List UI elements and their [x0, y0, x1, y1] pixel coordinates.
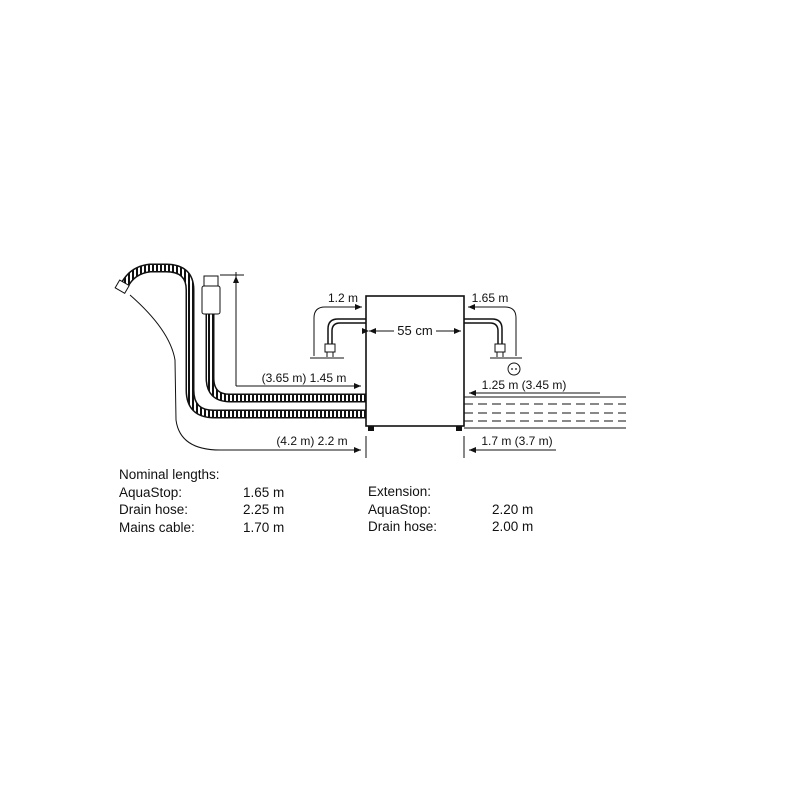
nominal-row: AquaStop: 1.65 m: [119, 484, 284, 502]
nominal-title: Nominal lengths:: [119, 467, 220, 482]
extension-value: 2.00 m: [492, 519, 534, 534]
nominal-row: Mains cable: 1.70 m: [119, 519, 284, 537]
left-mid-dimension: (3.65 m) 1.45 m: [220, 272, 361, 389]
left-bottom-dimension: (4.2 m) 2.2 m: [129, 294, 367, 458]
extension-label: Drain hose:: [368, 519, 438, 534]
nominal-row: Drain hose: 2.25 m: [119, 501, 284, 519]
nominal-lengths: Nominal lengths: AquaStop: 1.65 m Drain …: [119, 466, 284, 536]
left-cable: 1.2 m: [310, 291, 366, 359]
extension-row: AquaStop: 2.20 m: [368, 501, 533, 519]
wall-socket-icon: [507, 362, 521, 376]
extension-value: 2.20 m: [492, 501, 534, 517]
extension-label: AquaStop:: [368, 501, 432, 517]
left-bottom-label: (4.2 m) 2.2 m: [276, 434, 347, 448]
left-mid-label: (3.65 m) 1.45 m: [262, 371, 347, 385]
width-dimension: 55 cm: [362, 323, 461, 338]
nominal-label: Mains cable:: [119, 519, 195, 535]
nominal-label: Drain hose:: [119, 502, 189, 517]
aquastop-hose: [114, 263, 366, 419]
nominal-value: 1.70 m: [243, 519, 285, 535]
width-label: 55 cm: [397, 323, 432, 338]
drain-hose: [205, 314, 366, 403]
extension-title: Extension:: [368, 484, 432, 499]
left-cable-label: 1.2 m: [328, 291, 358, 305]
right-mid-dimension: 1.25 m (3.45 m): [469, 378, 600, 396]
right-cable: 1.65 m: [464, 291, 522, 376]
extension-row: Drain hose: 2.00 m: [368, 518, 533, 536]
nominal-value: 2.25 m: [243, 502, 285, 517]
extension-lengths: Extension: AquaStop: 2.20 m Drain hose: …: [368, 483, 533, 536]
right-cable-label: 1.65 m: [472, 291, 509, 305]
aquastop-valve-icon: [201, 275, 221, 315]
nominal-value: 1.65 m: [243, 484, 285, 500]
right-bottom-label: 1.7 m (3.7 m): [481, 434, 552, 448]
right-mid-label: 1.25 m (3.45 m): [482, 378, 567, 392]
dishwasher-unit: [365, 295, 465, 431]
right-bottom-dimension: 1.7 m (3.7 m): [463, 434, 556, 458]
nominal-label: AquaStop:: [119, 484, 183, 500]
adjacent-cabinets: [464, 396, 626, 429]
